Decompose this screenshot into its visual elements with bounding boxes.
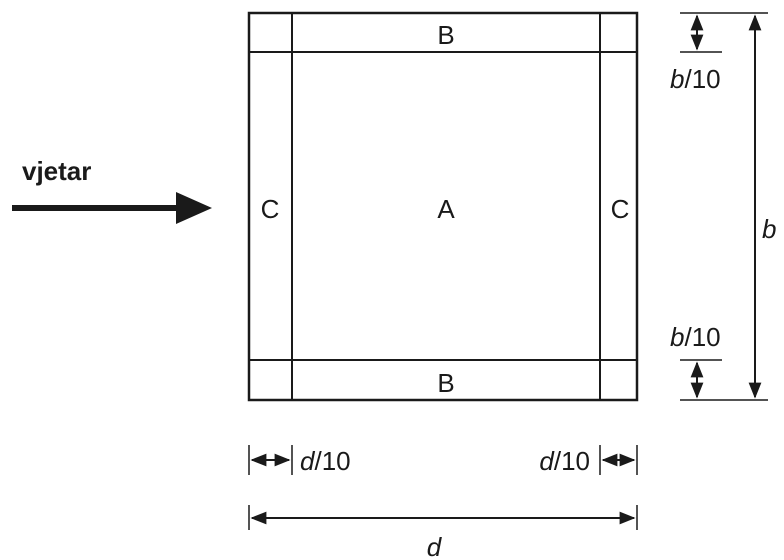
depth-dimension [248,505,638,530]
building-plan [247,11,639,402]
left-d10-label: d/10 [300,446,351,476]
zone-b-bottom-label: B [437,368,454,398]
zone-c-right-label: C [611,194,630,224]
height-label: b [762,214,776,244]
right-d10-label: d/10 [539,446,590,476]
zone-b-top-label: B [437,20,454,50]
depth-label: d [427,532,443,560]
height-dimension [680,12,768,401]
zone-a-label: A [437,194,455,224]
top-b10-label: b/10 [670,64,721,94]
zone-c-left-label: C [261,194,280,224]
left-d10-dimension [248,445,293,475]
top-b10-dimension [680,14,722,53]
outer-boundary [247,11,639,402]
bottom-b10-dimension [680,359,722,399]
bottom-b10-label: b/10 [670,322,721,352]
right-d10-dimension [599,445,638,475]
wind-label: vjetar [22,156,91,186]
wind-arrow-icon [12,192,212,224]
